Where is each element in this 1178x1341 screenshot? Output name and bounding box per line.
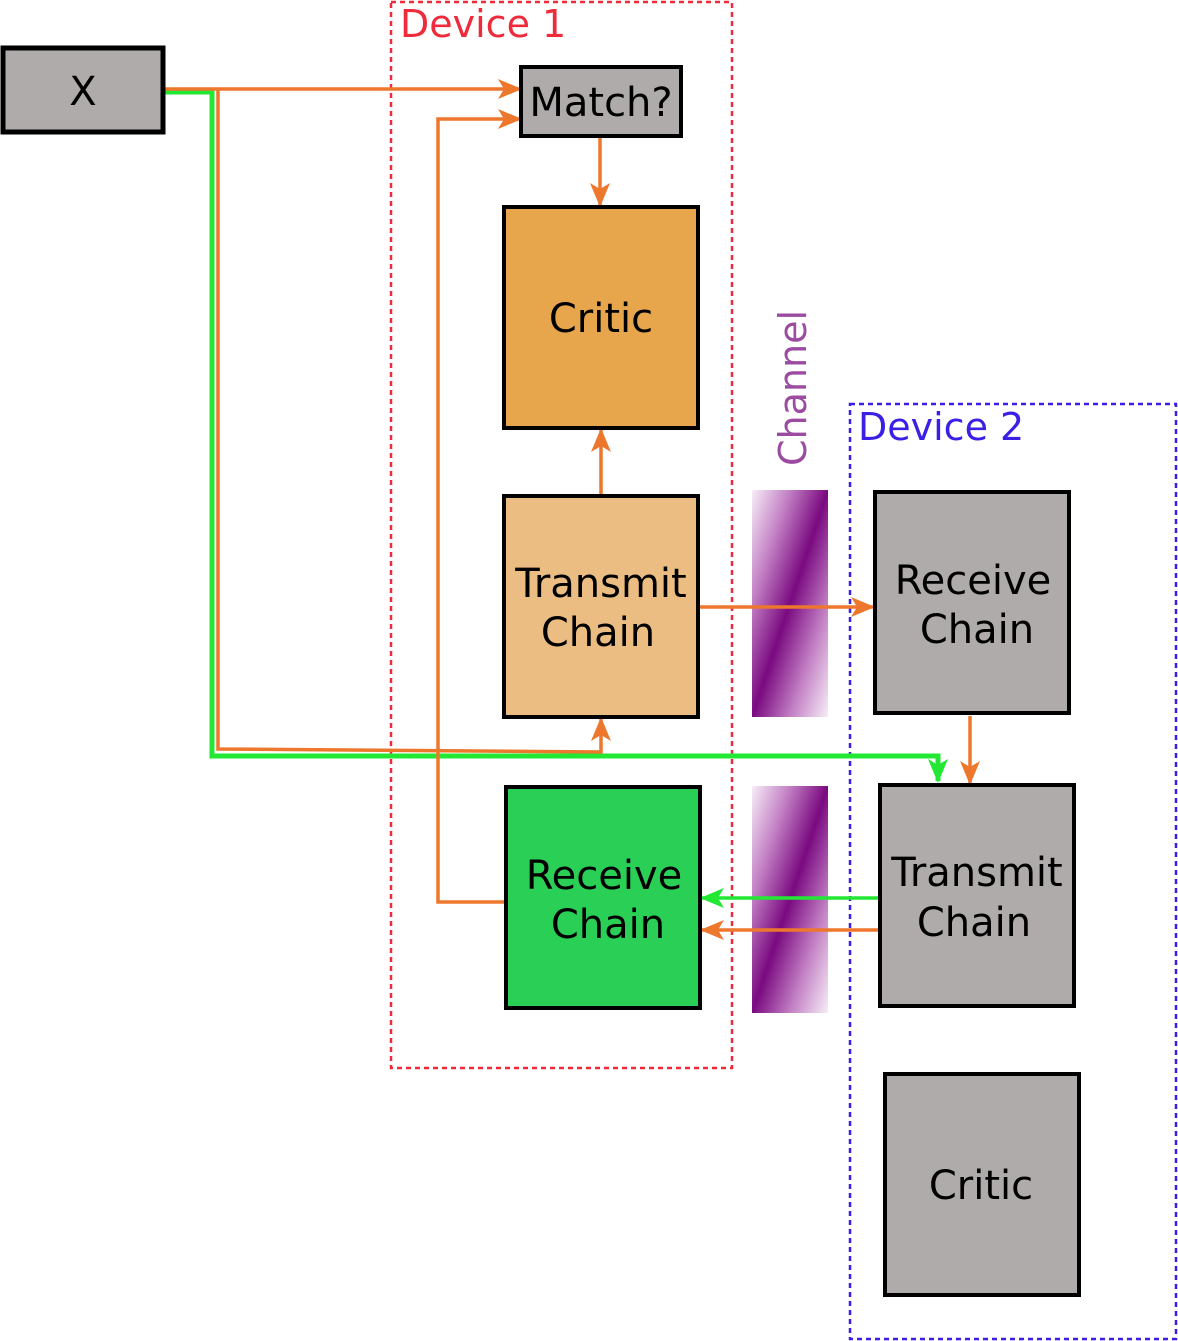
d2-critic-label: Critic <box>929 1163 1033 1209</box>
d1-receive-line1: Receive <box>526 853 683 899</box>
d2-transmit-line1: Transmit <box>890 850 1062 896</box>
d2-transmit-chain-box: Transmit Chain <box>878 783 1076 1008</box>
match-box-label: Match? <box>529 80 672 126</box>
orange-x-to-d1-transmit <box>216 89 611 754</box>
device2-label: Device 2 <box>858 405 1024 449</box>
d1-critic-box: Critic <box>502 205 700 430</box>
channel-block-upper <box>752 490 828 717</box>
green-x-to-d2-transmit <box>164 89 948 783</box>
d2-receive-line2: Chain <box>920 607 1034 653</box>
d1-transmit-line2: Chain <box>541 610 655 656</box>
orange-d1-receive-to-match <box>436 109 522 904</box>
d2-transmit-line2: Chain <box>917 900 1031 946</box>
match-box: Match? <box>519 65 683 138</box>
x-box-label: X <box>69 69 96 115</box>
d1-critic-label: Critic <box>549 296 653 342</box>
device1-boundary <box>389 0 734 1070</box>
channel-label: Channel <box>771 310 815 466</box>
d1-receive-line2: Chain <box>551 902 665 948</box>
d2-receive-line1: Receive <box>895 558 1052 604</box>
d2-receive-chain-box: Receive Chain <box>873 490 1071 715</box>
device2-boundary <box>848 402 1178 1341</box>
d1-transmit-chain-box: Transmit Chain <box>502 494 700 719</box>
d1-transmit-line1: Transmit <box>514 561 686 607</box>
d1-receive-chain-box: Receive Chain <box>504 785 702 1010</box>
device1-label: Device 1 <box>400 2 566 46</box>
x-box: X <box>0 45 166 135</box>
d2-critic-box: Critic <box>883 1072 1081 1297</box>
